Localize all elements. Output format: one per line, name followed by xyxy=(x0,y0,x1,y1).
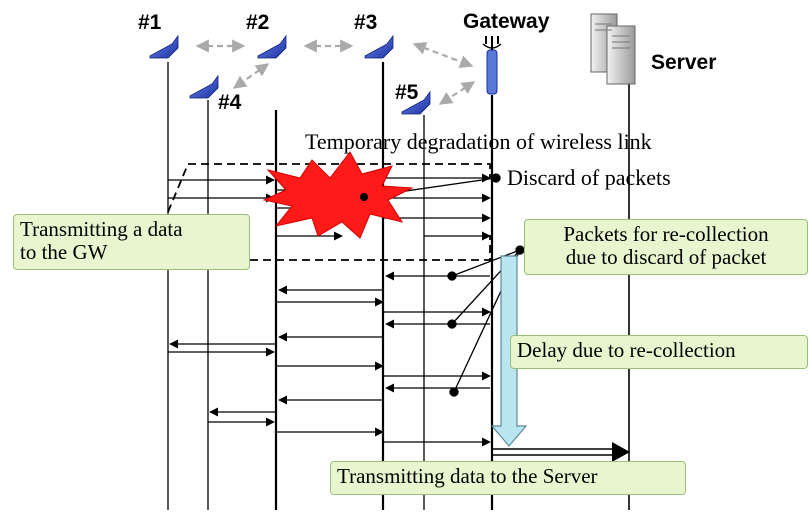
transmit-to-server-callout: Transmitting data to the Server xyxy=(330,461,686,495)
wireless-links xyxy=(195,39,476,105)
degradation-label: Temporary degradation of wireless link xyxy=(305,129,652,154)
discard-label: Discard of packets xyxy=(507,165,671,190)
sensor-node-icon xyxy=(401,90,431,115)
antenna-icon xyxy=(482,36,502,95)
node-label-5: #5 xyxy=(395,81,419,104)
sensor-node-icon xyxy=(189,74,219,99)
server-label: Server xyxy=(651,51,717,74)
transmit-to-gw-callout: Transmitting a data to the GW xyxy=(13,214,250,270)
delay-callout: Delay due to re-collection xyxy=(510,335,808,369)
sensor-node-icon xyxy=(149,34,179,59)
callout-line: Packets for re-collection xyxy=(563,222,769,246)
forward-data-arrows xyxy=(168,173,491,241)
node-label-1: #1 xyxy=(138,11,162,34)
callout-line: Transmitting a data xyxy=(20,217,183,241)
node-label-3: #3 xyxy=(354,11,378,34)
callout-line: due to discard of packet xyxy=(565,244,767,269)
gateway-label: Gateway xyxy=(463,10,550,33)
sensor-node-icon xyxy=(257,34,287,59)
server-icon xyxy=(590,13,636,85)
sensor-node-icon xyxy=(364,34,394,59)
gw-to-server-arrow xyxy=(492,442,630,462)
callout-line: to the GW xyxy=(20,239,108,264)
explosion-icon xyxy=(262,151,414,239)
callout-line: Delay due to re-collection xyxy=(517,338,736,362)
delay-arrow xyxy=(490,255,528,447)
recollection-callout: Packets for re-collection due to discard… xyxy=(524,219,808,275)
recollection-arrows xyxy=(168,271,491,447)
callout-line: Transmitting data to the Server xyxy=(337,464,598,488)
dashed-path xyxy=(167,163,491,261)
node-label-2: #2 xyxy=(246,11,270,34)
node-label-4: #4 xyxy=(218,91,242,114)
